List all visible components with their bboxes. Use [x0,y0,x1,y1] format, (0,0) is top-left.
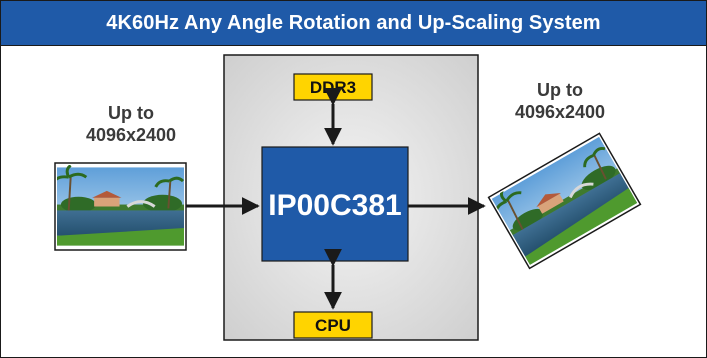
title-bar: 4K60Hz Any Angle Rotation and Up-Scaling… [1,1,706,46]
cpu-label: CPU [315,316,351,335]
ip-core-block: IP00C381 [261,146,409,262]
diagram-title: 4K60Hz Any Angle Rotation and Up-Scaling… [106,11,601,34]
output-caption-line2: 4096x2400 [514,102,606,122]
output-caption-line1: Up to [537,80,583,100]
output-image-rotated [487,132,642,270]
input-image [54,162,187,251]
input-caption: Up to 4096x2400 [56,102,206,146]
cpu-box: CPU [293,311,373,339]
ddr3-box: DDR3 [293,73,373,101]
output-caption: Up to 4096x2400 [480,79,640,123]
ddr3-label: DDR3 [310,78,356,97]
input-caption-line2: 4096x2400 [85,125,177,145]
ip-core-label: IP00C381 [268,189,401,222]
input-caption-line1: Up to [108,103,154,123]
